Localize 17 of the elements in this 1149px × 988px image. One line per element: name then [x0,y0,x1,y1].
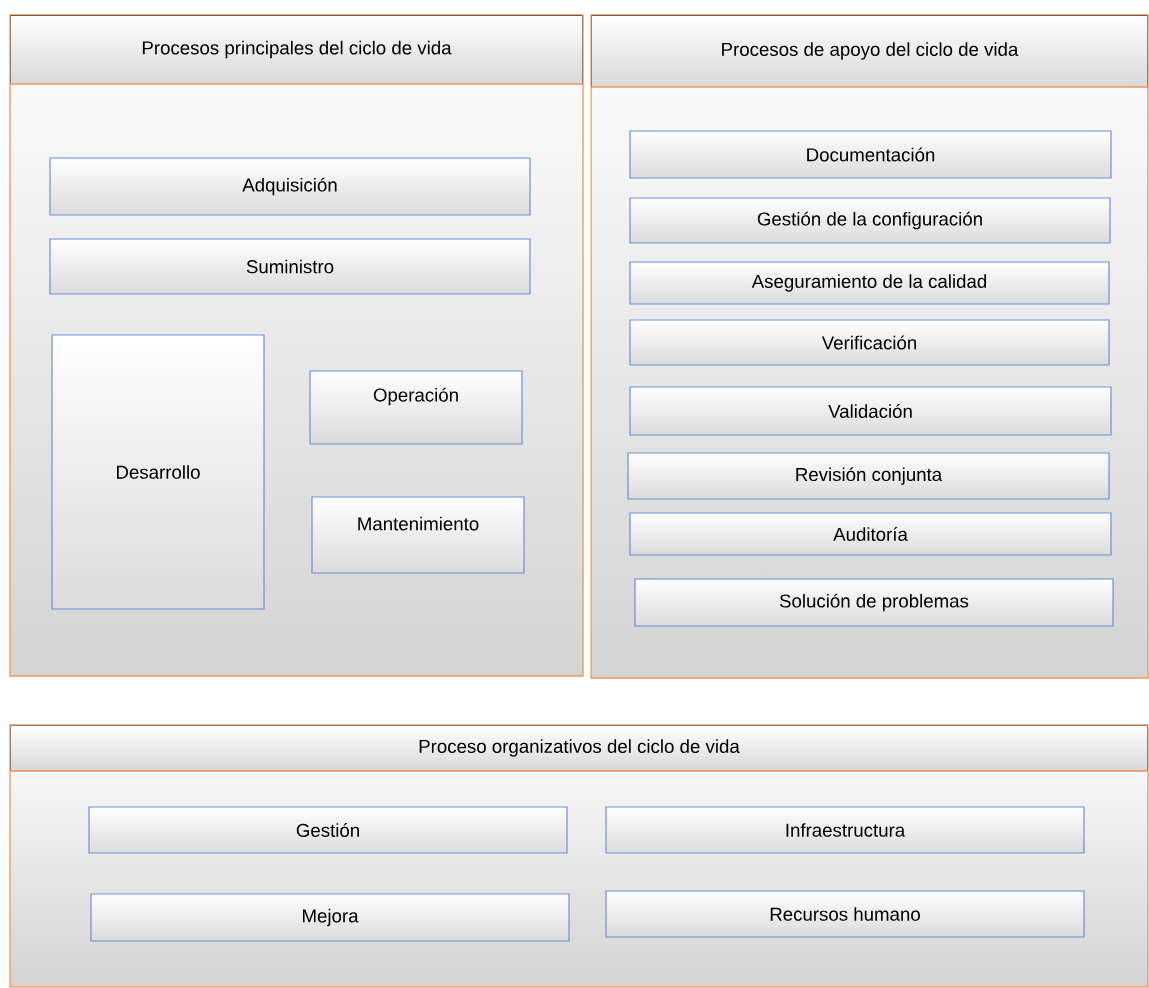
process-box: Verificación [629,319,1110,366]
process-box: Mantenimiento [311,496,525,574]
process-box: Recursos humano [605,890,1085,938]
process-box: Mejora [90,893,570,942]
process-box: Solución de problemas [634,578,1114,627]
process-box: Operación [309,370,523,445]
process-box: Gestión [88,806,568,854]
process-box: Infraestructura [605,806,1085,854]
process-box: Suministro [49,238,531,295]
process-box: Adquisición [49,157,531,216]
process-box: Validación [629,386,1112,436]
process-box: Auditoría [629,512,1112,556]
process-box: Desarrollo [51,334,265,610]
process-box: Revisión conjunta [627,452,1110,500]
process-box: Aseguramiento de la calidad [629,261,1110,305]
process-box: Gestión de la configuración [629,197,1111,244]
process-box: Documentación [629,130,1112,179]
